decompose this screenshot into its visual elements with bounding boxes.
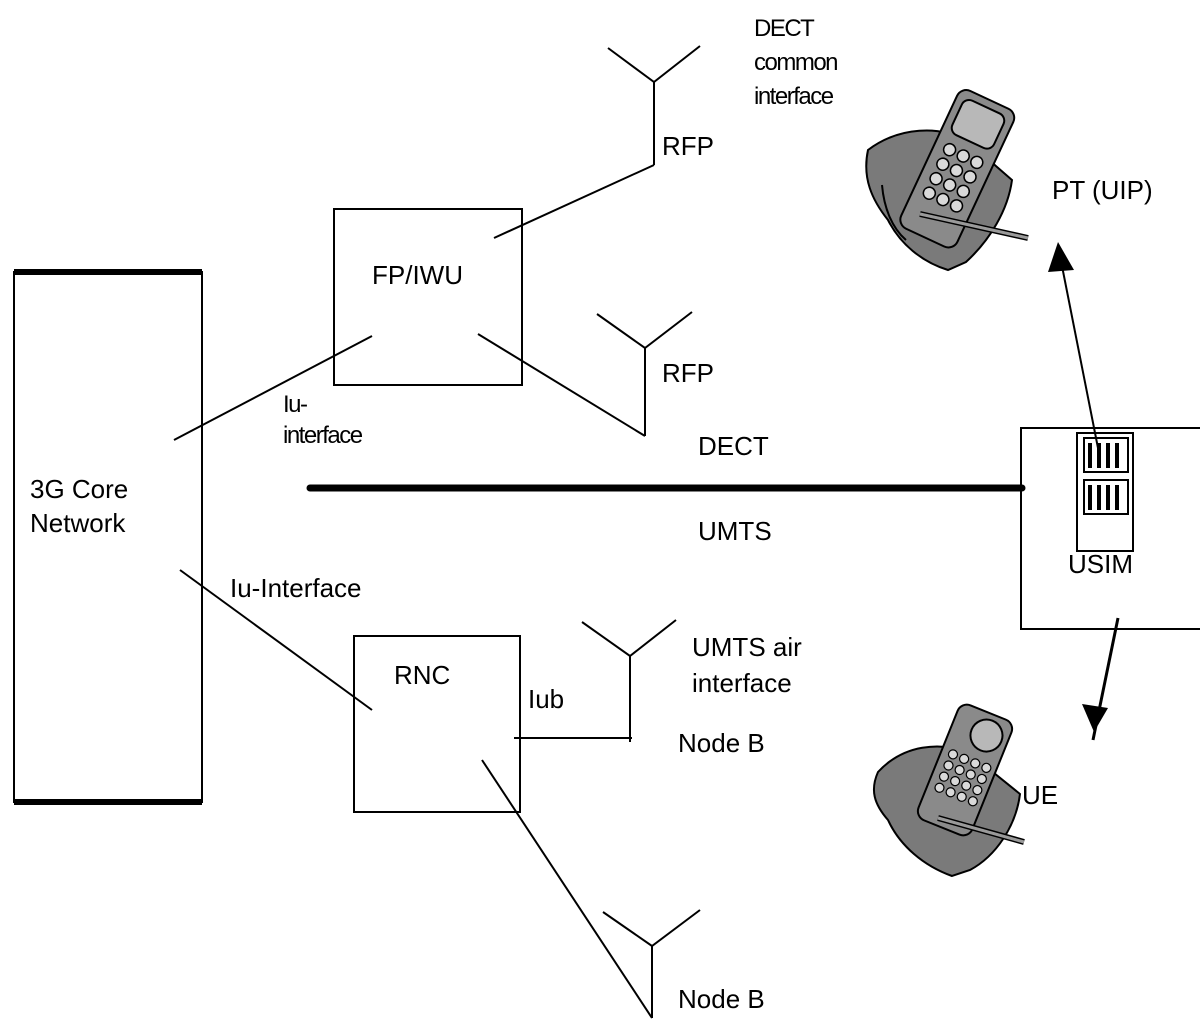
rfp-top-label: RFP [662,131,714,161]
dect-common-label: DECT [754,15,815,42]
node-b-label-1: Node B [678,728,765,758]
umts-label: UMTS [698,516,772,546]
usim-label: USIM [1068,549,1133,579]
iu-interface-umts-line [179,569,373,711]
dect-handset-icon [865,89,1029,272]
iu-interface-umts-label: Iu-Interface [230,573,362,603]
ue-label: UE [1022,780,1058,810]
iu-interface-dect-label-2: interface [283,422,363,449]
usim-to-pt-arrow-shaft [1059,255,1099,449]
sim-card-icon [1076,432,1134,552]
umts-air-label: UMTS air [692,632,802,662]
node-b-label-2: Node B [678,984,765,1014]
core-network-box [13,269,203,805]
antenna-icon [607,45,701,165]
core-network-label-2: Network [30,508,126,538]
umts-handset-icon [872,703,1025,878]
core-network-label: 3G Core [30,474,128,504]
antenna-icon [581,619,677,742]
iub-label: Iub [528,684,564,714]
node-b-lower-link [481,759,653,1019]
arrow-down-icon [1082,704,1108,732]
umts-air-label-2: interface [692,668,792,698]
rnc-label: RNC [394,660,450,690]
rfp-middle-link [477,333,646,437]
pt-uip-label: PT (UIP) [1052,175,1153,205]
iu-interface-dect-label: Iu- [283,391,307,418]
dect-label: DECT [698,431,769,461]
arrow-up-icon [1048,242,1074,272]
iu-interface-dect-line [173,335,373,441]
antenna-icon [602,909,701,1018]
rfp-middle-label: RFP [662,358,714,388]
rfp-top-link [493,164,655,239]
dect-common-label-3: interface [754,83,834,110]
fp-iwu-box [333,208,523,386]
antenna-icon [596,311,693,436]
fp-iwu-label: FP/IWU [372,260,463,290]
rnc-box [353,635,521,813]
dect-common-label-2: common [754,49,837,76]
